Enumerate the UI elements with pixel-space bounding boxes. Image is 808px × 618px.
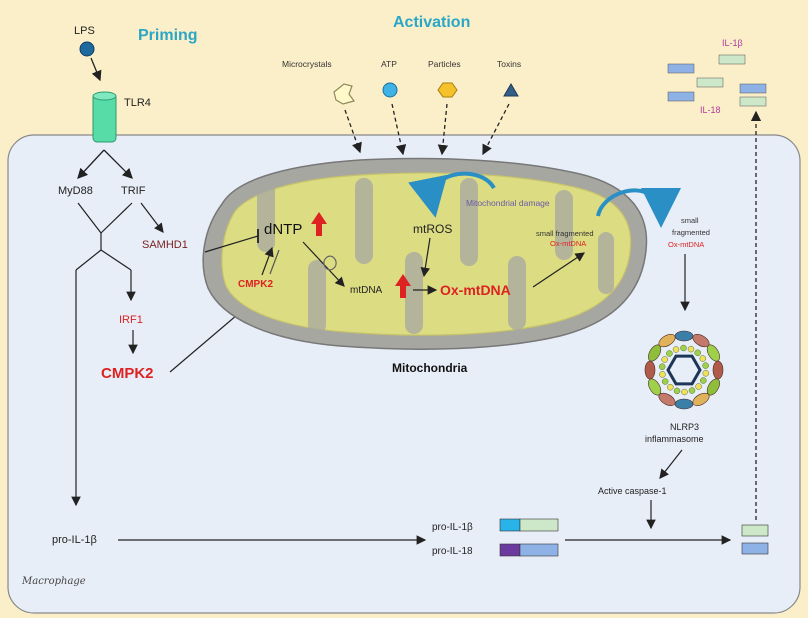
frag-inner-1: small fragmented <box>536 229 594 238</box>
trigger-atp-label: ATP <box>381 59 397 69</box>
frag-inner-2: Ox-mtDNA <box>550 239 586 248</box>
inflammasome-subunit <box>644 360 656 380</box>
inflammasome-bead <box>659 371 666 378</box>
secreted-il1b-1 <box>718 54 746 65</box>
irf1-label: IRF1 <box>119 314 143 326</box>
secreted-il18-2 <box>739 83 767 94</box>
cmpk2-label: CMPK2 <box>101 365 154 382</box>
myd88-label: MyD88 <box>58 185 93 197</box>
frag-outer-3: Ox-mtDNA <box>668 240 704 249</box>
lps-label: LPS <box>74 25 95 37</box>
inflammasome-bead <box>681 388 688 396</box>
trigger-toxins-label: Toxins <box>497 59 521 69</box>
trigger-microcrystals-label: Microcrystals <box>282 59 332 69</box>
pro-il18-bar-prodomain <box>499 543 521 557</box>
pro-il1b-label: pro-IL-1β <box>432 522 473 533</box>
microcrystal-icon <box>333 83 355 105</box>
secreted-il1b-2 <box>696 77 724 88</box>
mature-il18-bar <box>741 542 769 555</box>
pro-il1b-bar-prodomain <box>499 518 521 532</box>
tlr4-label: TLR4 <box>124 97 151 109</box>
inflammasome-bead <box>661 356 668 363</box>
secreted-il18-3 <box>667 91 695 102</box>
secreted-il1b-3 <box>739 96 767 107</box>
lps-molecule-icon <box>79 41 95 57</box>
inflammasome-bead <box>666 350 673 357</box>
ros-cycle-arrow <box>408 171 496 218</box>
pro-il18-label: pro-IL-18 <box>432 546 473 557</box>
trigger-particles-label: Particles <box>428 59 461 69</box>
nucleotide-icon <box>323 255 337 271</box>
inflammasome-bead <box>702 362 709 369</box>
inflammasome-bead <box>672 346 680 353</box>
inflammasome-bead <box>688 387 696 394</box>
lps-to-tlr4-arrow <box>90 57 102 82</box>
pro-il1b-left-label: pro-IL-1β <box>52 534 97 546</box>
pro-il18-bar-mature <box>519 543 559 557</box>
il1b-top-label: IL-1β <box>722 38 743 48</box>
mtdna-increase-arrow <box>395 274 411 298</box>
mtros-label: mtROS <box>413 222 452 236</box>
caspase-label: Active caspase-1 <box>598 486 667 496</box>
mito-damage-label: Mitochondrial damage <box>466 198 550 208</box>
inflammasome-subunit <box>712 360 724 380</box>
trif-label: TRIF <box>121 185 146 197</box>
mature-il1b-bar <box>741 524 769 537</box>
cmpk2-inner-label: CMPK2 <box>238 279 273 290</box>
priming-heading: Priming <box>138 27 198 44</box>
particle-icon <box>437 82 458 98</box>
frag-outer-1: small <box>681 216 699 225</box>
nlrp3-inflammasome-icon <box>644 330 724 410</box>
inflammasome-bead <box>658 363 666 370</box>
mitochondria-label: Mitochondria <box>392 361 468 375</box>
toxin-icon <box>503 83 519 97</box>
frag-outer-2: fragmented <box>672 228 710 237</box>
inflammasome-subunit <box>674 330 694 342</box>
inflammasome-bead <box>687 345 695 353</box>
tlr4-receptor-icon <box>92 93 117 143</box>
inflammasome-label-2: inflammasome <box>645 434 704 444</box>
inflammasome-subunit <box>674 398 694 410</box>
inflammasome-core <box>666 354 702 386</box>
inflammasome-bead <box>680 344 687 352</box>
inflammasome-bead <box>702 370 710 377</box>
pro-il1b-bar-mature <box>519 518 559 532</box>
secreted-il18-1 <box>667 63 695 74</box>
dntp-label: dNTP <box>264 221 302 238</box>
atp-icon <box>382 82 398 98</box>
export-arrow <box>596 187 681 228</box>
inflammasome-bead <box>700 377 707 384</box>
inflammasome-bead <box>699 355 707 362</box>
il18-top-label: IL-18 <box>700 105 721 115</box>
inflammasome-subunit <box>706 344 720 362</box>
inflammasome-label-1: NLRP3 <box>670 422 699 432</box>
inflammasome-bead <box>694 349 701 357</box>
inflammasome-bead <box>661 378 669 385</box>
inflammasome-bead <box>667 383 674 391</box>
macrophage-label: Macrophage <box>21 576 86 587</box>
inflammasome-bead <box>695 383 702 390</box>
mtdna-label: mtDNA <box>350 285 383 296</box>
inflammasome-bead <box>673 387 681 395</box>
ox-mtdna-label: Ox-mtDNA <box>440 282 511 298</box>
samhd1-label: SAMHD1 <box>142 239 188 251</box>
dntp-increase-arrow <box>311 212 327 236</box>
activation-heading: Activation <box>393 14 470 31</box>
